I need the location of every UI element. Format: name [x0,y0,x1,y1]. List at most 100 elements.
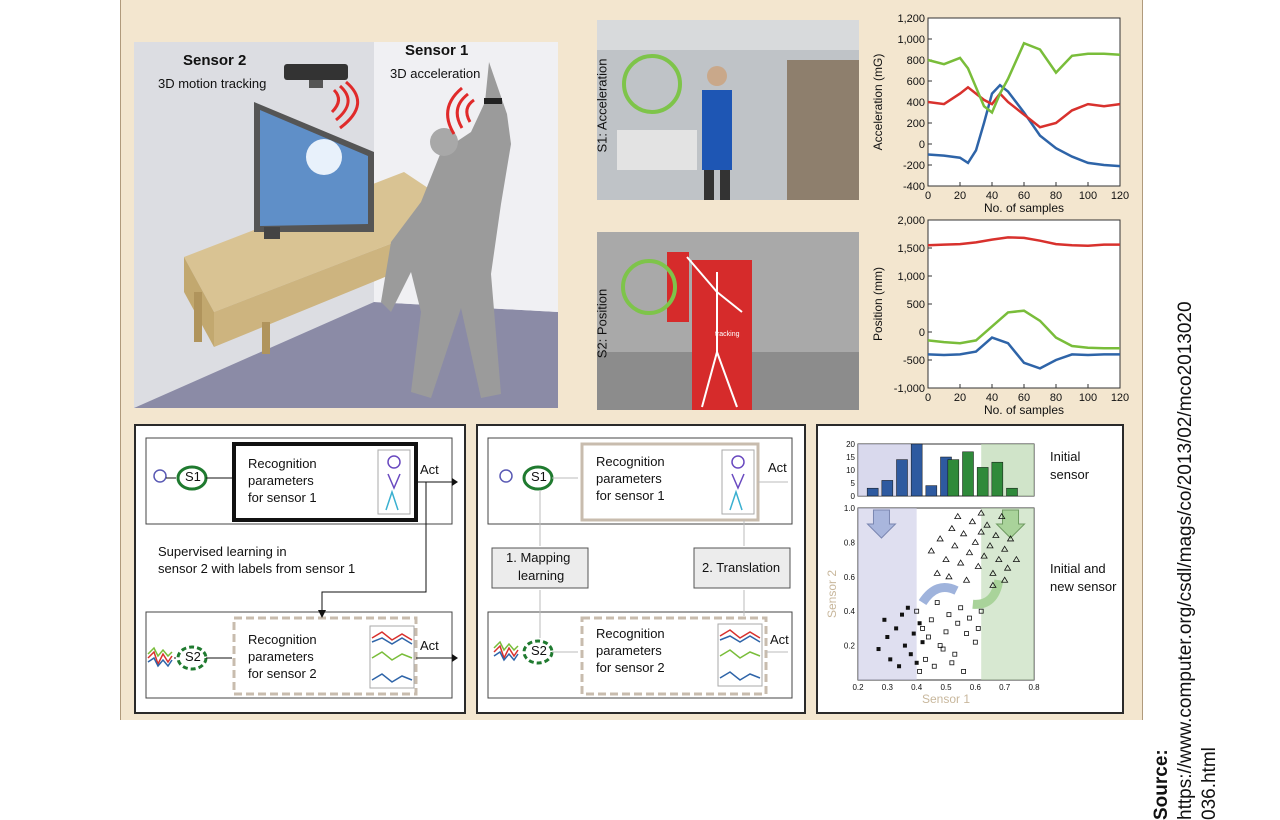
a-act-bottom: Act [420,638,439,653]
accel-xtick-label: 0 [925,190,931,202]
position-ytick-label: 1,000 [897,271,925,283]
a-supervised-line2: sensor 2 with labels from sensor 1 [158,561,356,576]
accel-ytick-label: 800 [907,55,925,67]
accel-ylabel: Acceleration (mG) [871,54,885,151]
hist-bar [991,461,1004,497]
hist-bar [1006,487,1018,497]
sensor2-title: Sensor 2 [183,52,247,69]
scatter-point-triangle [989,581,997,588]
scatter-point-square-filled [888,657,893,662]
accel-xlabel: No. of samples [984,201,1064,215]
scatter-point-triangle [974,562,982,569]
position-ytick-label: -500 [903,355,925,367]
position-ytick-label: -1,000 [894,383,925,395]
accel-xtick-label: 40 [986,190,998,202]
accel-ytick-label: -400 [903,181,925,193]
accel-ytick-label: 400 [907,97,925,109]
s2-photo-label: S2: Position [594,288,610,359]
position-ytick-label: 1,500 [897,243,925,255]
scatter-point-square-filled [885,635,890,639]
position-ytick-label: 2,000 [897,215,925,227]
scatter-point-triangle [971,538,980,545]
scatter-point-triangle [936,535,944,542]
scatter-point-square-open [967,615,972,621]
svg-text:tracking: tracking [715,331,740,338]
scatter-point-square-open [949,660,955,666]
b-recog1-line2: parameters [596,471,662,486]
scatter-point-triangle [933,569,941,576]
scatter-point-triangle [1000,545,1009,552]
scatter-point-square-open [923,656,928,662]
position-series-line [927,309,1120,350]
scatter-point-square-open [937,643,943,649]
scatter-point-triangle [927,547,936,554]
scatter-point-square-open [943,629,949,635]
scatter-point-square-filled [894,626,899,631]
accel-xtick-label: 80 [1050,190,1062,202]
accel-series-line [927,41,1121,115]
scatter-point-triangle [959,530,968,537]
b-translation-label: 2. Translation [702,560,781,575]
scatter-point-triangle [1006,535,1015,542]
hist-bar [962,451,974,497]
a-recog2-line3: for sensor 2 [248,666,317,681]
a-recog1-line3: for sensor 1 [248,490,317,505]
source-citation: Source: https://www.computer.org/csdl/ma… [1150,300,1270,820]
hist-ytick-label: 10 [846,466,855,475]
accel-ytick-label: -200 [903,160,925,172]
scatter-point-square-open [940,646,946,652]
position-ytick-label: 0 [919,327,925,339]
scatter-point-square-filled [882,617,887,622]
hist-ytick-label: 20 [846,440,855,449]
scatter-xlabel: Sensor 1 [922,692,970,706]
sensor1-subtitle: 3D acceleration [390,66,481,81]
panel-mapping-translation: S1 S2 Recognition parameters for sensor … [476,424,806,714]
scatter-point-square-open [955,620,961,626]
scatter-ytick-label: 0.2 [844,642,856,651]
position-xlabel: No. of samples [984,403,1064,417]
accel-series-line [927,85,1121,129]
scatter-point-triangle [998,512,1006,519]
b-act-bottom: Act [770,632,789,647]
position-xtick-label: 120 [1111,392,1129,404]
hist-ytick-label: 5 [851,479,856,488]
accel-ytick-label: 1,200 [897,13,925,25]
scatter-point-triangle [954,512,962,519]
scatter-point-triangle [942,555,950,562]
b-mapping-line1: 1. Mapping [506,550,571,565]
scatter-point-square-open [952,651,958,657]
hist-bar [910,443,923,497]
histogram-label: Initial sensor [1050,449,1090,482]
accel-xtick-label: 20 [954,190,966,202]
hist-ytick-label: 0 [851,492,856,501]
accel-ytick-label: 600 [907,76,925,88]
scatter-ytick-label: 1.0 [844,504,856,513]
b-recog1-line3: for sensor 1 [596,488,665,503]
scatter-point-square-open [975,626,981,631]
panel-b-diagram [487,437,793,699]
scatter-point-square-filled [900,612,904,617]
s2-depth-image: tracking [597,232,859,410]
position-xtick-label: 80 [1050,392,1062,404]
scatter-point-triangle [948,524,956,532]
scatter-point-square-open [920,626,925,631]
accel-ytick-label: 1,000 [897,34,925,46]
scatter-point-square-open [964,631,969,636]
b-recog2-line2: parameters [596,643,662,658]
scatter-ytick-label: 0.4 [844,607,856,616]
scatter-point-triangle [1000,576,1009,583]
b-act-top: Act [768,460,787,475]
scatter-xtick-label: 0.5 [940,683,952,692]
position-ylabel: Position (mm) [871,267,885,341]
panel-a-diagram [145,437,458,699]
b-s2-label: S2 [531,643,547,658]
scatter-point-square-open [928,617,934,623]
scatter-point-triangle [983,521,991,528]
scatter-point-triangle [951,542,959,549]
scatter-point-square-filled [914,660,919,665]
scatter-point-square-open [972,639,978,645]
b-mapping-line2: learning [518,568,565,583]
